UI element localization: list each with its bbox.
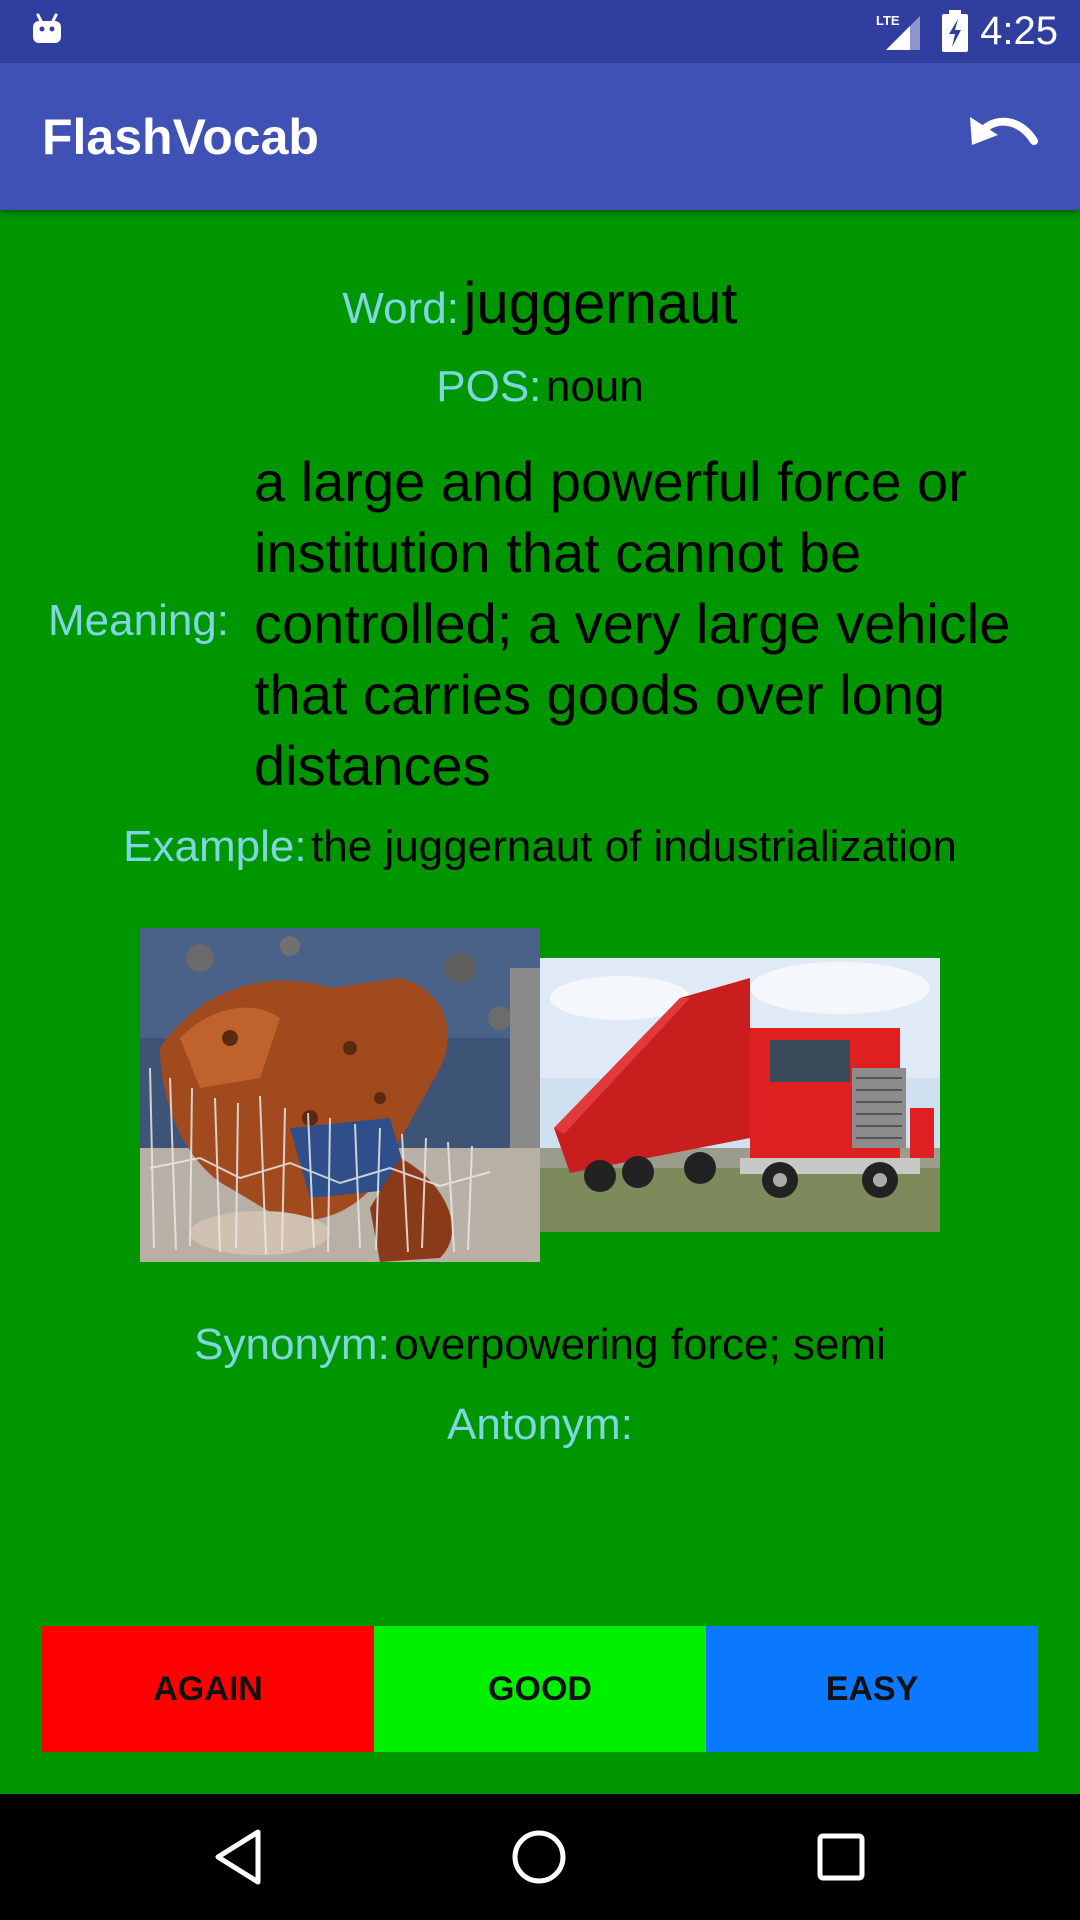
good-button[interactable]: GOOD bbox=[374, 1626, 706, 1752]
synonym-value: overpowering force; semi bbox=[394, 1320, 886, 1369]
antonym-row: Antonym: bbox=[0, 1400, 1080, 1450]
word-value: juggernaut bbox=[463, 271, 738, 336]
app-bar: FlashVocab bbox=[0, 63, 1080, 210]
example-row: Example: the juggernaut of industrializa… bbox=[0, 822, 1080, 872]
home-circle-icon[interactable] bbox=[506, 1824, 572, 1890]
meaning-label: Meaning: bbox=[48, 596, 230, 645]
network-type: LTE bbox=[876, 13, 900, 28]
synonym-row: Synonym: overpowering force; semi bbox=[0, 1320, 1080, 1370]
pos-row: POS: noun bbox=[0, 362, 1080, 412]
navigation-bar bbox=[0, 1794, 1080, 1920]
word-row: Word: juggernaut bbox=[0, 270, 1080, 337]
undo-icon[interactable] bbox=[962, 105, 1042, 165]
synonym-label: Synonym: bbox=[194, 1320, 390, 1369]
example-value: the juggernaut of industrialization bbox=[311, 822, 957, 871]
example-label: Example: bbox=[123, 822, 307, 871]
status-clock: 4:25 bbox=[980, 9, 1058, 53]
red-truck-image bbox=[540, 958, 940, 1232]
lte-signal-icon: LTE bbox=[876, 13, 920, 50]
word-label: Word: bbox=[342, 284, 459, 333]
status-bar: LTE 4:25 bbox=[0, 0, 1080, 63]
meaning-value: a large and powerful force or institutio… bbox=[254, 450, 1011, 797]
app-title: FlashVocab bbox=[42, 109, 319, 165]
back-triangle-icon[interactable] bbox=[206, 1824, 272, 1890]
android-notification-icon bbox=[33, 13, 61, 43]
pos-value: noun bbox=[545, 362, 644, 411]
easy-button[interactable]: EASY bbox=[706, 1626, 1038, 1752]
comic-juggernaut-image bbox=[140, 928, 540, 1262]
antonym-label: Antonym: bbox=[447, 1400, 633, 1449]
pos-label: POS: bbox=[436, 362, 542, 411]
recents-square-icon[interactable] bbox=[808, 1824, 874, 1890]
again-button[interactable]: AGAIN bbox=[42, 1626, 374, 1752]
battery-charging-icon bbox=[942, 10, 968, 52]
answer-buttons: AGAIN GOOD EASY bbox=[42, 1626, 1038, 1752]
